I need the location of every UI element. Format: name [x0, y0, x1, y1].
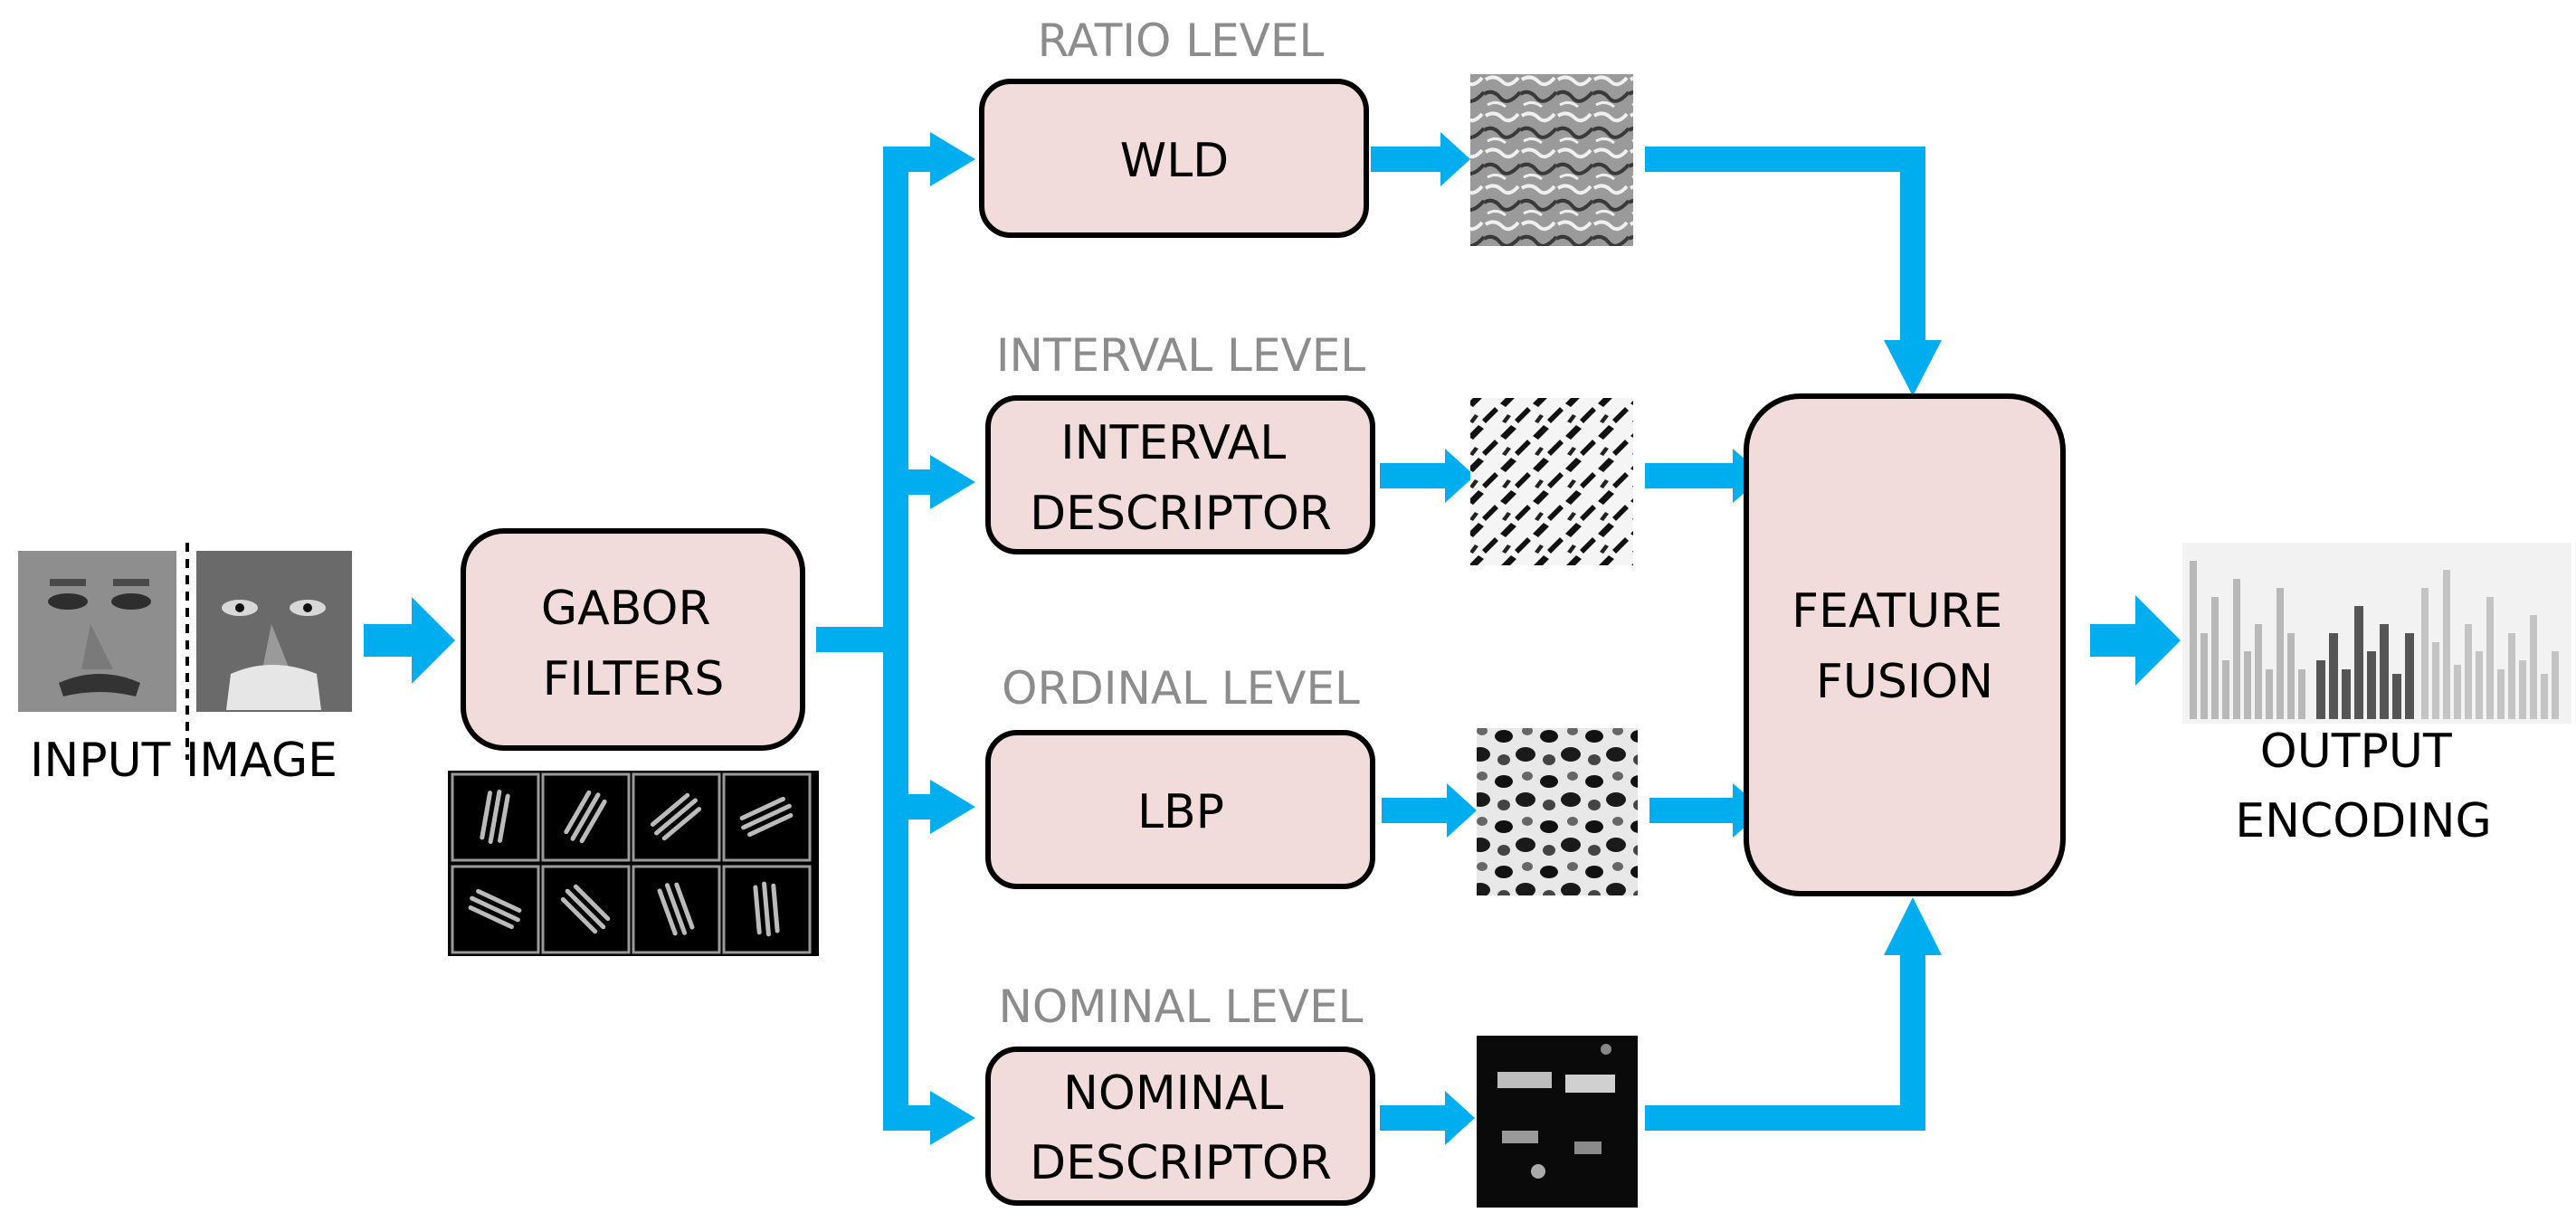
input-caption: INPUT IMAGE — [30, 734, 337, 788]
svg-text:GABOR FILTERS: GABOR FILTERS — [541, 582, 726, 706]
fusion-label-line1: FEATURE — [1792, 584, 2002, 639]
svg-text:OUTPUT ENCODING: OUTPUT ENCODING — [2235, 725, 2492, 848]
interval-descriptor-line1: INTERVAL — [1060, 416, 1286, 470]
interval-descriptor-box — [985, 395, 1375, 554]
svg-text:NOMINAL DESCRIPTOR: NOMINAL DESCRIPTOR — [1030, 1066, 1332, 1190]
arrows-descriptor-to-texture — [1371, 132, 1477, 1145]
arrow-gabor-to-descriptors — [816, 132, 975, 1145]
lbp-box — [985, 730, 1375, 889]
input-image-left — [18, 551, 176, 712]
gabor-label-line2: FILTERS — [543, 652, 725, 706]
lbp-label: LBP — [1137, 785, 1224, 839]
nominal-descriptor-box — [985, 1047, 1375, 1206]
ratio-level-label: RATIO LEVEL — [1038, 14, 1325, 67]
output-label-line1: OUTPUT — [2260, 725, 2452, 779]
interval-level-label: INTERVAL LEVEL — [996, 329, 1365, 382]
output-histogram-image — [2182, 543, 2571, 724]
interval-texture-image — [1470, 398, 1633, 565]
wld-box — [979, 79, 1369, 238]
output-label-line2: ENCODING — [2235, 794, 2492, 848]
arrow-input-to-gabor — [364, 597, 455, 684]
wld-label: WLD — [1120, 134, 1229, 188]
input-image-right — [196, 551, 352, 712]
nominal-descriptor-line2: DESCRIPTOR — [1030, 1136, 1332, 1190]
fusion-label-line2: FUSION — [1816, 655, 1993, 709]
interval-descriptor-line2: DESCRIPTOR — [1030, 487, 1332, 541]
nominal-texture-image — [1477, 1036, 1638, 1208]
gabor-label-line1: GABOR — [541, 582, 711, 636]
gabor-filters-box — [461, 528, 805, 751]
svg-text:INTERVAL DESCRIPTOR: INTERVAL DESCRIPTOR — [1030, 416, 1332, 541]
nominal-level-label: NOMINAL LEVEL — [998, 980, 1363, 1033]
ordinal-level-label: ORDINAL LEVEL — [1002, 662, 1360, 715]
arrows-texture-to-fusion — [1645, 147, 1942, 1131]
nominal-descriptor-line1: NOMINAL — [1063, 1066, 1284, 1121]
gabor-filter-bank — [448, 771, 819, 956]
svg-text:FEATURE FUSION: FEATURE FUSION — [1792, 584, 2018, 709]
arrow-fusion-to-output — [2090, 595, 2181, 686]
wld-texture-image — [1470, 74, 1633, 246]
feature-fusion-box — [1744, 393, 2066, 896]
lbp-texture-image — [1477, 728, 1638, 895]
